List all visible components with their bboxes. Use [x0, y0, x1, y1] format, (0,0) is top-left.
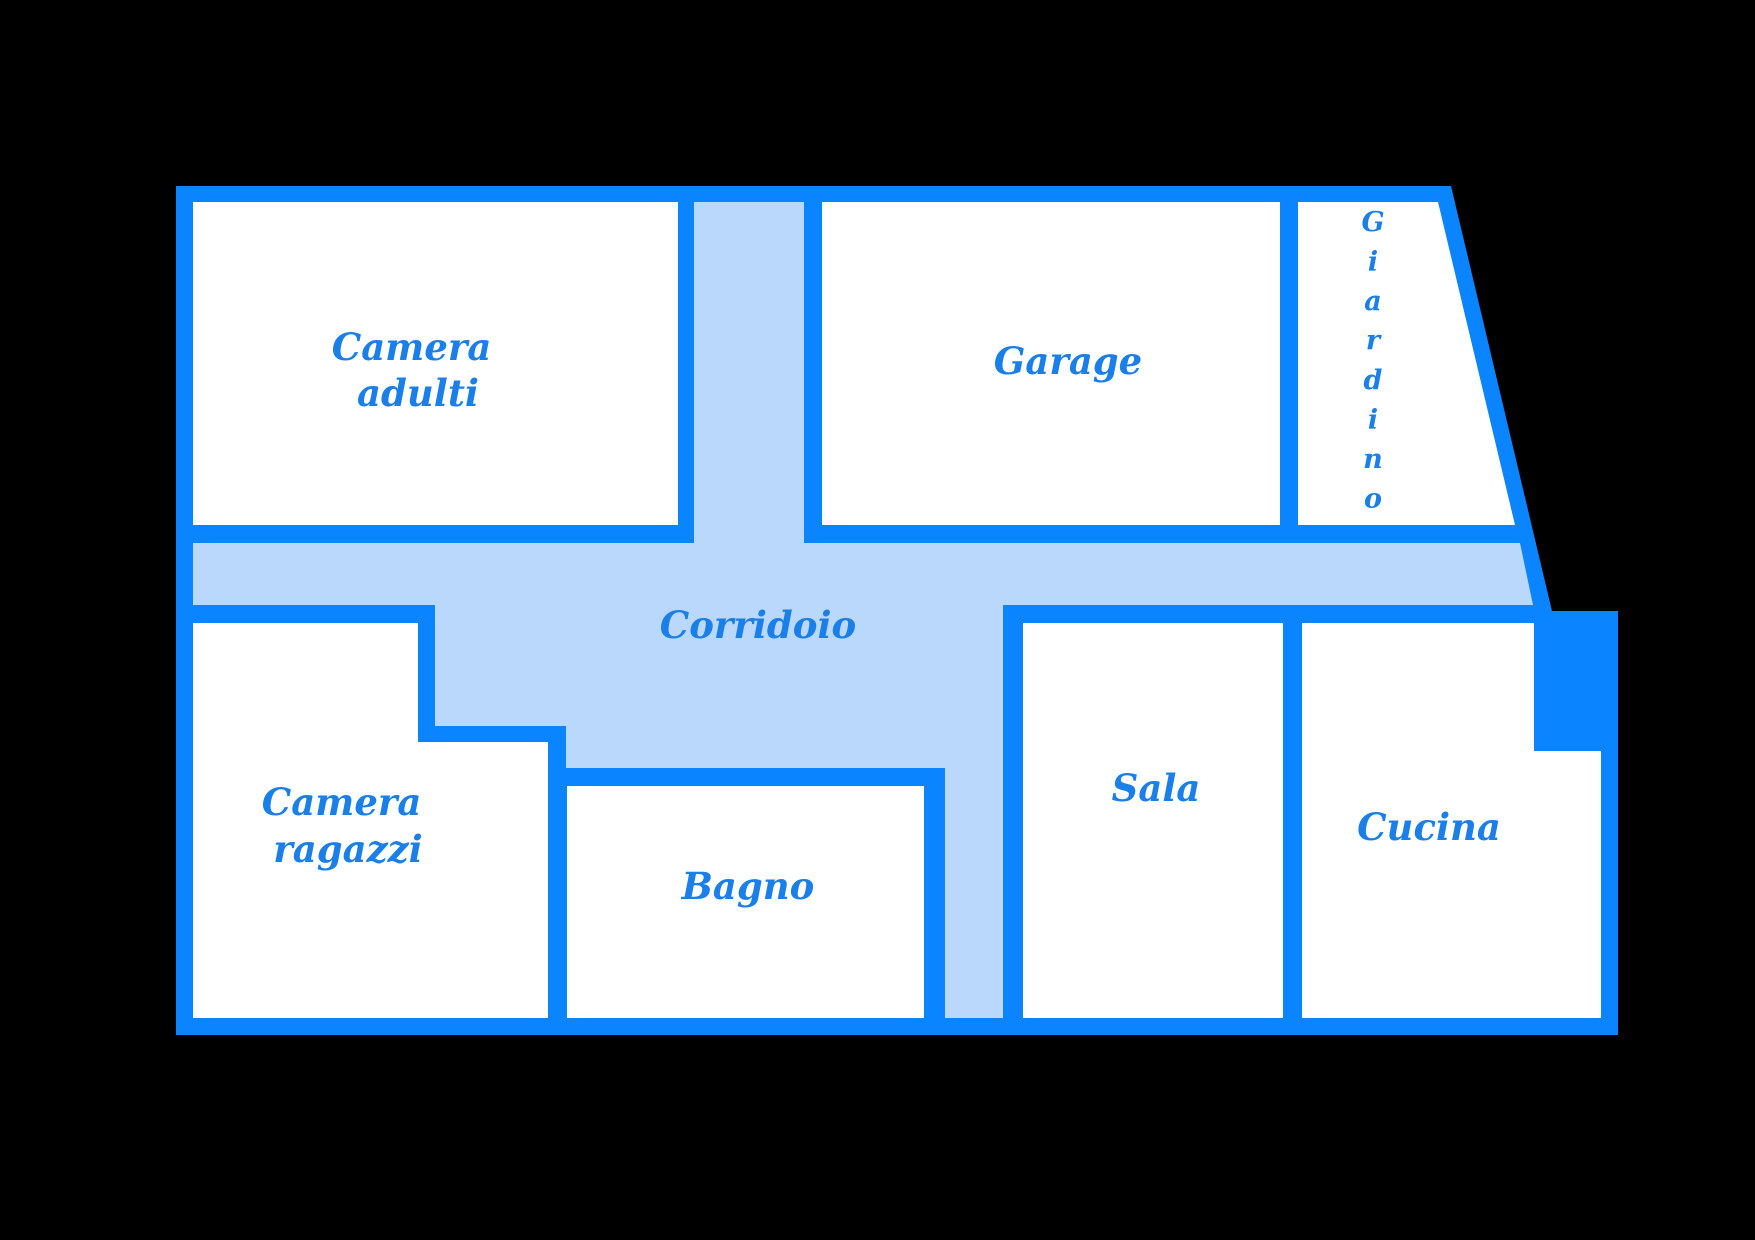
room-sala	[1023, 623, 1283, 1018]
room-bagno	[567, 786, 924, 1018]
label-giardino-letter: d	[1364, 365, 1383, 396]
room-garage	[822, 202, 1280, 525]
label-garage: Garage	[994, 339, 1142, 383]
label-corridoio: Corridoio	[660, 603, 856, 647]
label-camera-adulti: Camera adulti	[332, 325, 504, 415]
room-giardino	[1298, 202, 1515, 525]
label-camera-adulti-line2: adulti	[357, 371, 479, 415]
label-giardino-letter: n	[1363, 444, 1383, 475]
label-camera-ragazzi: Camera ragazzi	[262, 780, 434, 871]
label-giardino-letter: i	[1368, 247, 1378, 278]
corridor-area	[193, 202, 1533, 1018]
label-bagno: Bagno	[681, 864, 815, 908]
room-camera-adulti	[193, 202, 678, 525]
label-giardino-letter: G	[1361, 207, 1384, 238]
label-camera-ragazzi-line2: ragazzi	[273, 827, 422, 871]
label-sala: Sala	[1112, 766, 1201, 810]
room-camera-ragazzi	[193, 623, 548, 1018]
room-cucina	[1302, 623, 1601, 1018]
label-camera-ragazzi-line1: Camera	[262, 780, 422, 824]
label-giardino-letter: i	[1368, 405, 1378, 436]
label-giardino-letter: o	[1364, 484, 1382, 515]
label-camera-adulti-line1: Camera	[332, 325, 492, 369]
label-giardino-letter: r	[1366, 326, 1382, 357]
label-cucina: Cucina	[1357, 805, 1501, 849]
label-giardino-letter: a	[1364, 286, 1382, 317]
